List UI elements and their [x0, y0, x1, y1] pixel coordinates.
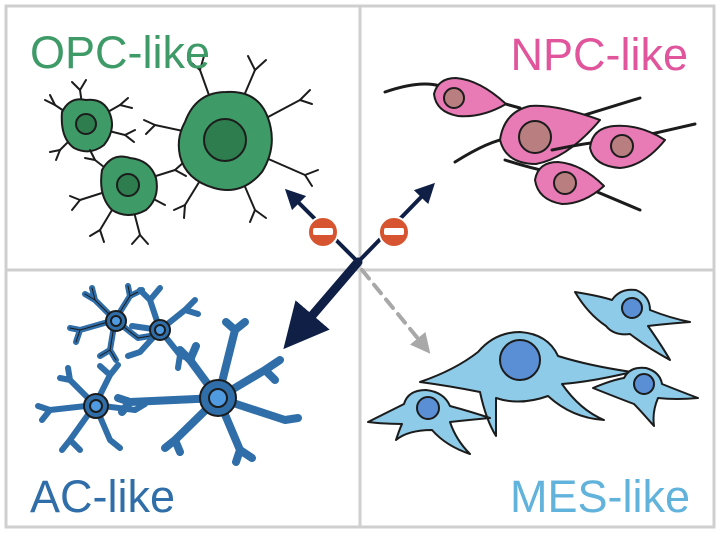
mes-cell-top-right: [574, 288, 691, 361]
minus-circle-icon: [378, 216, 410, 248]
opc-cell-large: [143, 55, 319, 223]
ac-cell-4: [114, 318, 302, 466]
opc-cell-small-2: [69, 149, 187, 245]
opc-like-label: OPC-like: [30, 27, 211, 78]
opc-cells: [44, 55, 319, 245]
npc-like-label: NPC-like: [510, 29, 688, 80]
mes-like-label: MES-like: [509, 471, 690, 522]
arrow-to-mes-dashed: [360, 268, 431, 354]
ac-cell-3: [35, 362, 148, 453]
mes-cells: [367, 288, 699, 455]
arrow-to-ac: [283, 257, 363, 350]
npc-cells: [383, 77, 697, 212]
mes-cell-large: [419, 331, 633, 437]
npc-cell-1: [383, 77, 522, 118]
npc-cell-4: [503, 158, 642, 212]
mes-cell-left: [367, 389, 491, 455]
minus-circle-icon: [307, 216, 339, 248]
npc-cell-3: [550, 122, 697, 169]
ac-like-label: AC-like: [30, 471, 176, 522]
opc-cell-small-1: [44, 79, 136, 161]
ac-cells: [35, 283, 302, 466]
mes-cell-right: [592, 366, 699, 427]
npc-cell-2: [453, 96, 642, 165]
ac-cell-1: [67, 283, 153, 363]
